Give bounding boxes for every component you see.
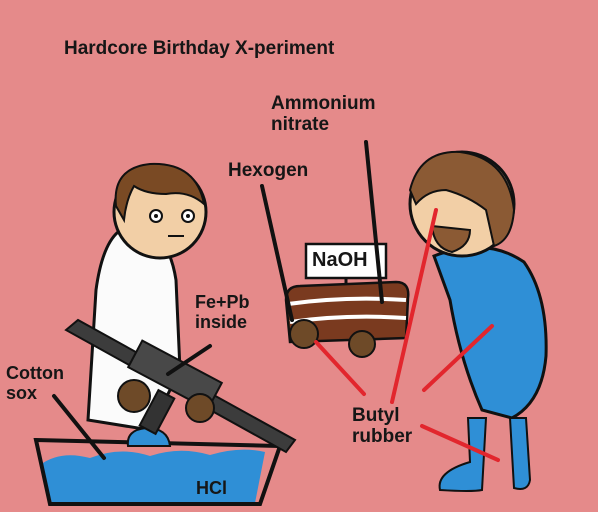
label-hexogen: Hexogen [228,160,309,181]
scientist-in-lab-coat [86,162,208,447]
label-hcl: HCl [196,478,227,498]
label-naoh-sign: NaOH [312,249,368,271]
comic-title: Hardcore Birthday X-periment [64,38,335,59]
label-ammonium-nitrate: Ammonium nitrate [271,93,376,136]
label-butyl-rubber: Butyl rubber [352,405,413,448]
assault-rifle [64,318,297,454]
label-fe-pb-inside: Fe+Pb inside [195,292,250,333]
bearded-man-in-blue-suit [408,150,548,492]
red-pointer-lines [314,208,500,462]
acid-bucket [33,437,283,506]
birthday-cake-cart [284,242,410,358]
black-pointer-lines [52,140,384,460]
label-cotton-sox: Cotton sox [6,363,64,404]
